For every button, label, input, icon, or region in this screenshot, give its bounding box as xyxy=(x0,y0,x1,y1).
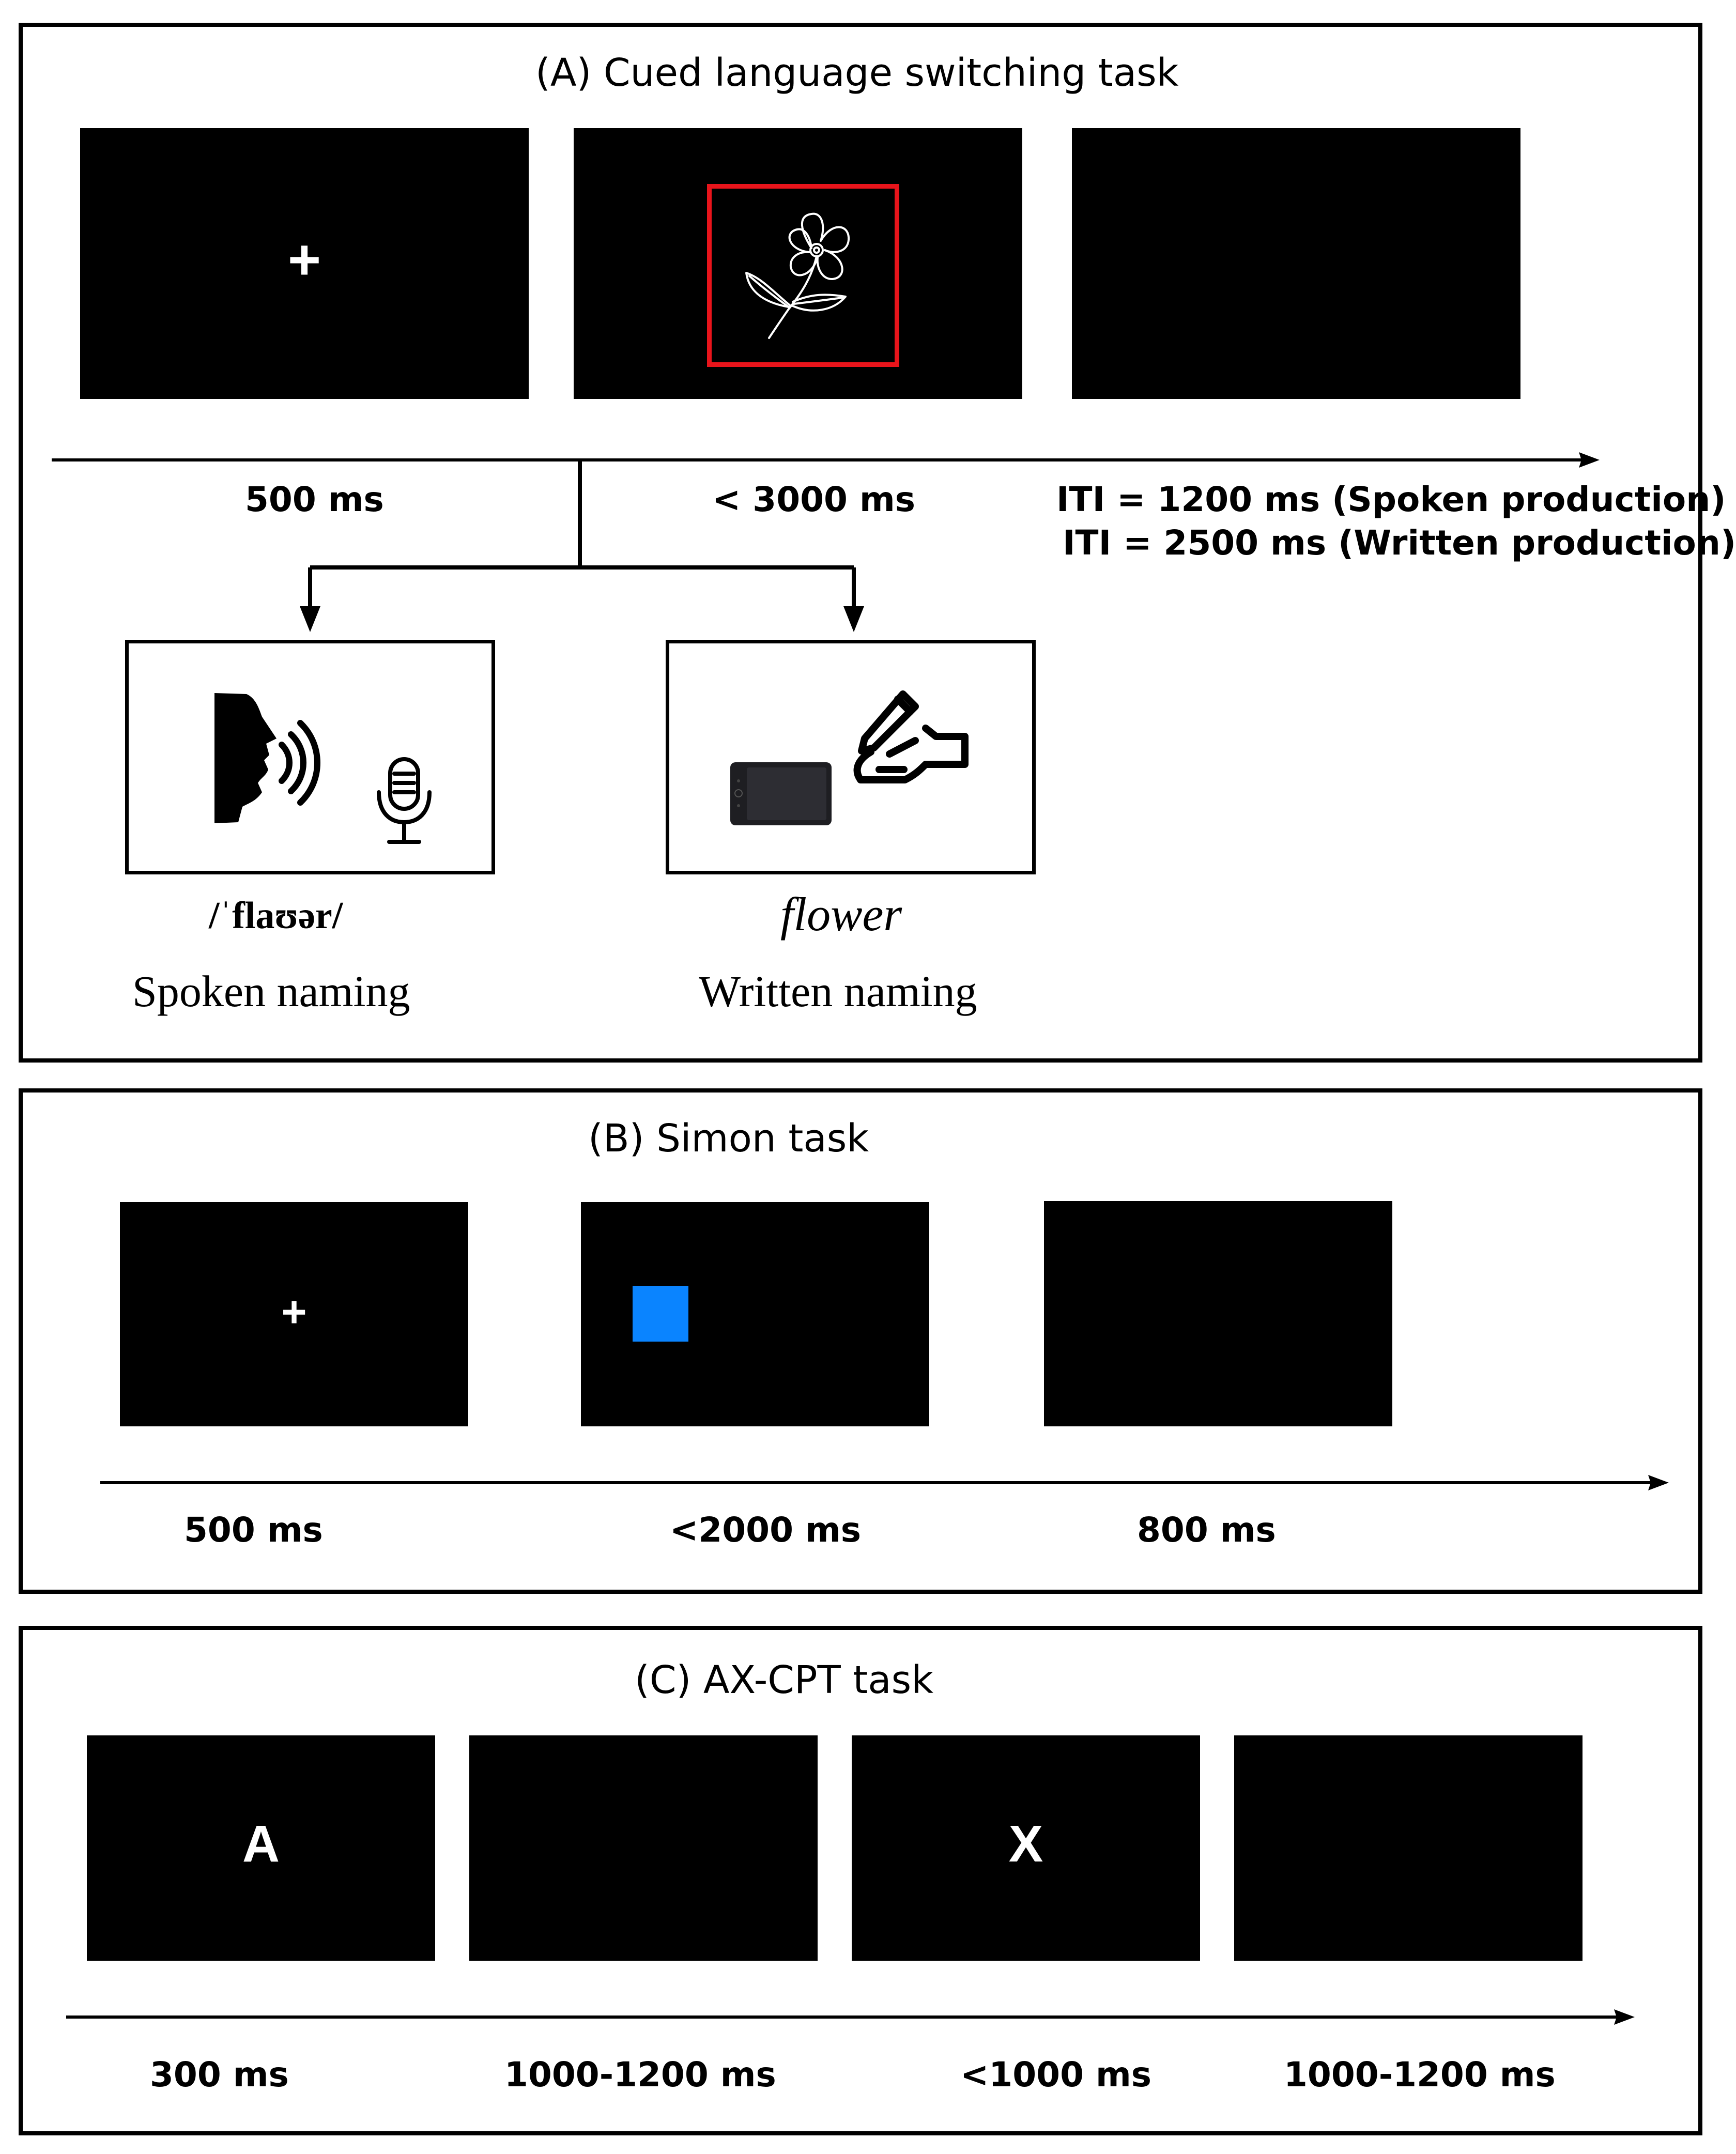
simon-fixation-screen: + xyxy=(120,1202,468,1426)
axcpt-timing-probe: <1000 ms xyxy=(960,2055,1152,2095)
cue-probe-interval-screen xyxy=(469,1735,818,1961)
simon-timing-fixation: 500 ms xyxy=(184,1510,323,1550)
timing-fixation: 500 ms xyxy=(245,480,384,519)
simon-timing-blank: 800 ms xyxy=(1137,1510,1276,1550)
axcpt-timing-iti: 1000-1200 ms xyxy=(1284,2055,1556,2095)
flower-icon xyxy=(745,212,850,339)
spoken-ipa: /ˈflaʊər/ xyxy=(209,895,343,937)
simon-blank-screen xyxy=(1044,1201,1392,1426)
probe-screen: X xyxy=(852,1735,1200,1961)
spoken-naming-label: Spoken naming xyxy=(132,966,410,1016)
picture-screen xyxy=(574,128,1022,399)
timing-picture: < 3000 ms xyxy=(712,480,916,519)
simon-timeline-arrow xyxy=(100,1475,1669,1490)
panel-a-title: (A) Cued language switching task xyxy=(535,51,1179,95)
written-word: flower xyxy=(780,888,902,941)
simon-stimulus-screen xyxy=(581,1202,929,1426)
simon-fixation-cross: + xyxy=(281,1287,307,1336)
simon-timing-stimulus: <2000 ms xyxy=(670,1510,862,1550)
cue-screen: A xyxy=(87,1735,435,1961)
axcpt-timing-interval: 1000-1200 ms xyxy=(504,2055,776,2095)
panel-b-title: (B) Simon task xyxy=(588,1116,869,1161)
blank-screen xyxy=(1072,128,1520,399)
branch-connector xyxy=(300,459,864,632)
language-cue-frame xyxy=(707,184,899,367)
inter-trial-screen xyxy=(1234,1735,1583,1961)
cue-letter: A xyxy=(242,1815,280,1873)
probe-letter: X xyxy=(1008,1815,1043,1873)
speaking-face-icon xyxy=(214,693,320,823)
timeline-arrow xyxy=(52,452,1600,468)
spoken-mode-box xyxy=(125,640,495,874)
writing-hand-icon xyxy=(853,690,969,783)
iti-written: ITI = 2500 ms (Written production) xyxy=(1063,523,1736,563)
iti-spoken: ITI = 1200 ms (Spoken production) xyxy=(1056,480,1726,519)
fixation-cross: + xyxy=(287,228,321,291)
written-naming-label: Written naming xyxy=(699,966,977,1016)
panel-b xyxy=(19,1088,1702,1594)
fixation-screen: + xyxy=(80,128,529,399)
axcpt-timing-cue: 300 ms xyxy=(150,2055,289,2095)
drawing-tablet-icon xyxy=(730,762,832,825)
panel-c xyxy=(19,1626,1702,2135)
written-mode-box xyxy=(666,640,1036,874)
panel-c-title: (C) AX-CPT task xyxy=(635,1658,934,1702)
panel-a xyxy=(19,23,1702,1063)
simon-stimulus-square xyxy=(633,1286,688,1342)
axcpt-timeline-arrow xyxy=(66,2009,1635,2025)
microphone-icon xyxy=(377,757,432,844)
